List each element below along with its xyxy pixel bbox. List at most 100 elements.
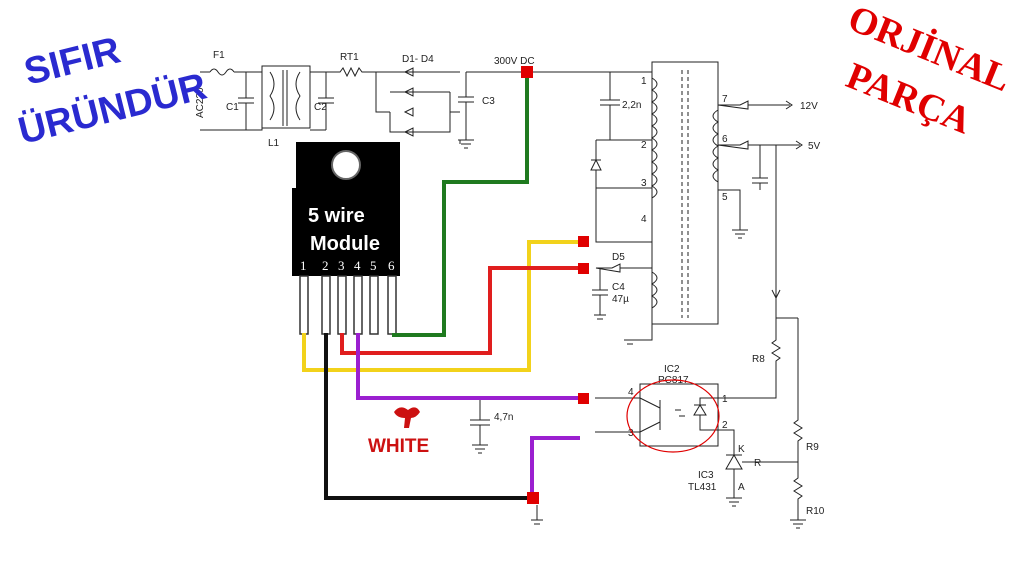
output-5v-filter: [718, 145, 777, 318]
label-4-7n: 4,7n: [494, 412, 513, 423]
ac-top-to-filter: [234, 71, 263, 90]
optocoupler-body: [639, 383, 719, 447]
label-opto-pin1: 1: [722, 394, 728, 405]
pad-300v-dc: [521, 66, 533, 78]
module-leg-4: [353, 275, 363, 335]
fuse-f1: [209, 68, 235, 76]
capacitor-4-7n: [470, 398, 490, 454]
module-mounting-hole: [331, 150, 361, 180]
overlay-right: ORJİNAL PARÇA: [841, 0, 1017, 143]
capacitor-c3: [458, 72, 474, 149]
transformer-core: [651, 61, 719, 325]
connection-pads: [521, 66, 589, 504]
wire-black: [324, 333, 532, 500]
label-t4: 4: [641, 214, 647, 225]
pad-ground: [527, 492, 539, 504]
label-r10: R10: [806, 506, 825, 517]
label-d5: D5: [612, 252, 625, 263]
label-t5: 5: [722, 192, 728, 203]
ground-symbol: [459, 140, 543, 525]
wire-red: [340, 266, 583, 355]
module-title-line1: 5 wire: [308, 205, 365, 227]
wire-purple-bottom: [530, 436, 580, 498]
aux-supply: [592, 263, 653, 345]
label-ic3: IC3: [698, 470, 714, 481]
label-c4: C4: [612, 282, 625, 293]
output-5v-arrow: [771, 289, 781, 300]
capacitor-c2: [310, 71, 334, 131]
optocoupler-led: [693, 397, 718, 431]
white-label: WHITE: [368, 436, 429, 457]
label-l1: L1: [268, 138, 280, 149]
pad-opto-pin4: [578, 393, 589, 404]
transformer-primary: [651, 77, 658, 199]
capacitor-c1: [238, 72, 254, 130]
label-opto-pin3: 3: [628, 428, 634, 439]
overlay-left-line1: SIFIR: [20, 29, 124, 93]
wire-yellow: [302, 240, 583, 372]
label-r8: R8: [752, 354, 765, 365]
schematic: F1 AC220 C1 C2 L1 RT1 D1- D4 C3 300V DC …: [195, 50, 825, 529]
label-t1: 1: [641, 76, 647, 87]
module-pin-label-6: 6: [388, 258, 395, 273]
module-leg-6: [387, 275, 397, 335]
white-arrow-icon: [394, 407, 420, 428]
tl431-shunt: [725, 453, 798, 507]
r8-resistor: [718, 317, 806, 529]
white-annotation: WHITE: [368, 407, 429, 457]
label-rt1: RT1: [340, 52, 359, 63]
choke-l1: [261, 65, 311, 129]
label-opto-pin4: 4: [628, 387, 634, 398]
pad-red: [578, 263, 589, 274]
module-pin-label-3: 3: [338, 258, 345, 273]
label-k: K: [738, 444, 745, 455]
module-leg-3: [337, 275, 347, 335]
label-c3: C3: [482, 96, 495, 107]
module-leg-2: [321, 275, 331, 335]
label-r9: R9: [806, 442, 819, 453]
label-t3: 3: [641, 178, 647, 189]
module-title-line2: Module: [310, 233, 380, 255]
label-12v: 12V: [800, 101, 818, 112]
module-leg-5: [369, 275, 379, 335]
overlay-left: SIFIR ÜRÜNDÜR: [14, 29, 211, 152]
module-pin-label-5: 5: [370, 258, 377, 273]
label-2-2n: 2,2n: [622, 100, 641, 111]
label-t6: 6: [722, 134, 728, 145]
wire-green: [392, 72, 529, 337]
label-tl431: TL431: [688, 482, 717, 493]
label-ic2: IC2: [664, 364, 680, 375]
thermistor-rt1: [326, 66, 376, 78]
optocoupler-transistor: [639, 397, 685, 433]
label-300v-dc: 300V DC: [494, 56, 535, 67]
label-5v: 5V: [808, 141, 821, 152]
module-pin-label-1: 1: [300, 258, 307, 273]
optocoupler-highlight: [626, 379, 720, 453]
label-r: R: [754, 458, 761, 469]
label-c2: C2: [314, 102, 327, 113]
pad-yellow: [578, 236, 589, 247]
label-t2: 2: [641, 140, 647, 151]
bridge-rectifier-d1-d4: [375, 71, 460, 133]
module-pin-label-2: 2: [322, 258, 329, 273]
wire-purple-top: [356, 333, 583, 400]
label-t7: 7: [722, 94, 728, 105]
label-c4-value: 47µ: [612, 294, 629, 305]
bridge-diodes: [403, 67, 414, 137]
label-ac220: AC220: [195, 87, 206, 118]
module-pin-label-4: 4: [354, 258, 361, 273]
output-12v-arrow: [717, 100, 803, 150]
ac-bottom-wire: [200, 118, 263, 131]
module-leg-1: [299, 275, 309, 335]
label-f1: F1: [213, 50, 225, 61]
label-d1-d4: D1- D4: [402, 54, 434, 65]
transformer-aux: [651, 271, 658, 309]
transformer-secondary: [712, 109, 719, 183]
output-12v-wire: [717, 100, 790, 110]
module-legs: [299, 275, 397, 335]
dc-rail: [466, 71, 653, 243]
label-c1: C1: [226, 102, 239, 113]
colored-wires: [302, 72, 583, 500]
